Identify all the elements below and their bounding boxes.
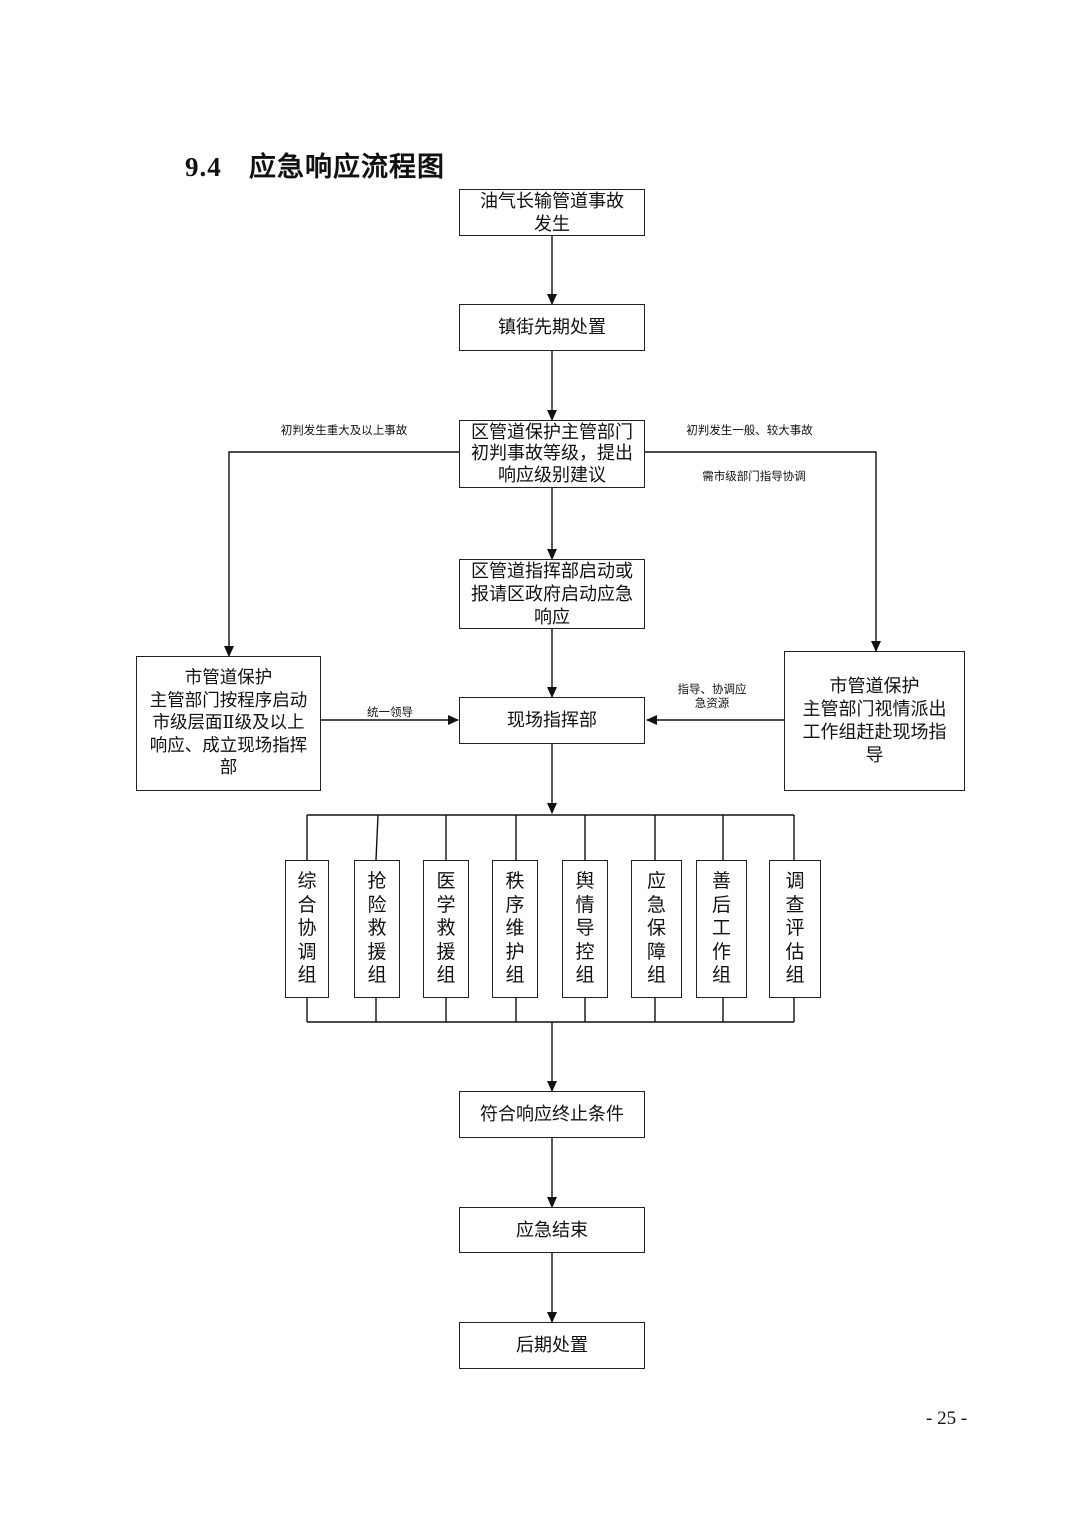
node-district-assess: 区管道保护主管部门 初判事故等级，提出 响应级别建议 [459, 420, 645, 488]
group-medical: 医学救援组 [423, 860, 469, 998]
group-order: 秩序维护组 [492, 860, 538, 998]
arrow-to-city-left [224, 451, 459, 657]
label-unified-lead: 统一领导 [367, 705, 413, 719]
group-support: 应急保障组 [631, 860, 682, 998]
group-aftercare: 善后工作组 [696, 860, 747, 998]
node-aftermath: 后期处置 [459, 1322, 645, 1369]
section-heading: 9.4 应急响应流程图 [185, 145, 445, 184]
label-major-accident: 初判发生重大及以上事故 [280, 423, 408, 437]
section-title: 应急响应流程图 [249, 152, 445, 183]
node-accident: 油气长输管道事故 发生 [459, 189, 645, 236]
label-general-accident: 初判发生一般、较大事故 [686, 423, 813, 437]
node-end: 应急结束 [459, 1207, 645, 1253]
arrow-to-city-right [645, 451, 881, 652]
group-rescue: 抢险救援组 [354, 860, 400, 998]
node-onsite-command: 现场指挥部 [459, 697, 645, 744]
section-number: 9.4 [185, 152, 222, 182]
label-city-coordination: 需市级部门指导协调 [702, 469, 806, 483]
group-investigation: 调查评估组 [769, 860, 821, 998]
label-guide-resources: 指导、协调应 急资源 [677, 682, 747, 710]
group-public-opinion: 舆情导控组 [562, 860, 608, 998]
node-city-right: 市管道保护 主管部门视情派出 工作组赶赴现场指 导 [784, 651, 965, 791]
page-number: - 25 - [926, 1408, 968, 1429]
node-termination: 符合响应终止条件 [459, 1091, 645, 1138]
node-city-left: 市管道保护 主管部门按程序启动 市级层面Ⅱ级及以上 响应、成立现场指挥 部 [136, 656, 321, 791]
node-town-disposal: 镇街先期处置 [459, 304, 645, 351]
group-coordination: 综合协调组 [285, 860, 329, 998]
node-district-command: 区管道指挥部启动或 报请区政府启动应急 响应 [459, 559, 645, 629]
